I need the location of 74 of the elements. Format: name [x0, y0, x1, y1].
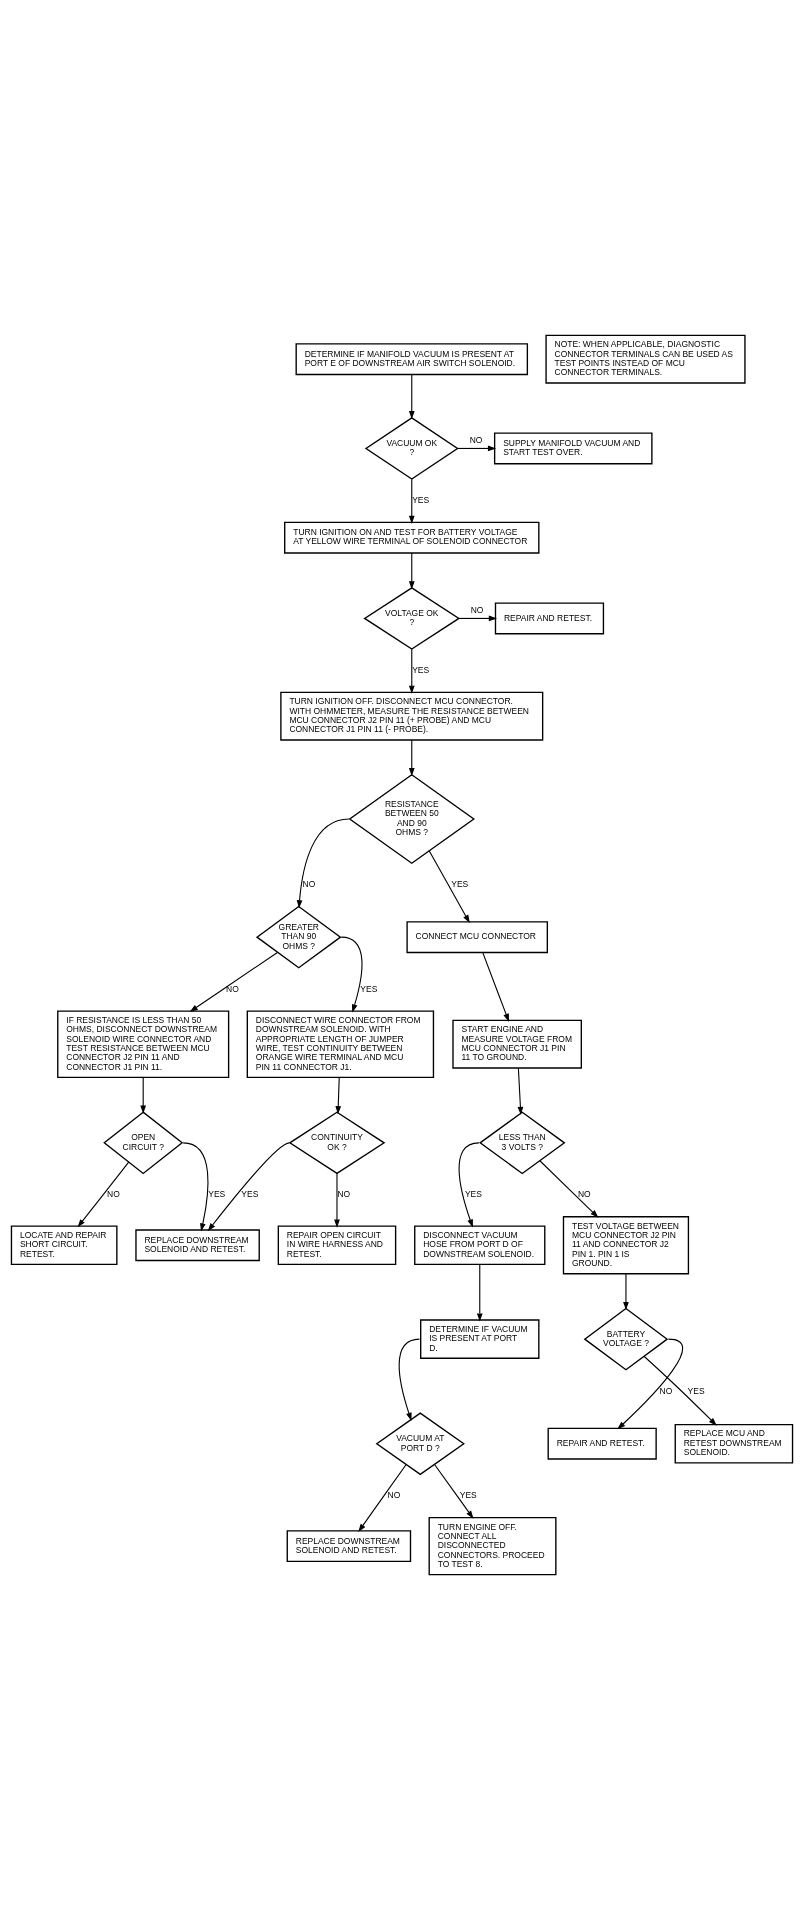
edge-label: NO: [337, 1188, 351, 1199]
edge-label: NO: [226, 983, 239, 994]
node-diamond: RESISTANCE BETWEEN 50 AND 90 OHMS ?: [348, 773, 475, 864]
node-box: DISCONNECT WIRE CONNECTOR FROM DOWNSTREAM SOLENOID. WITH APPROPRIATE LENGTH OF JUMPER WIRE, TEST CONTINUITY BETWEEN ORANGE WIRE TERMINAL AND MCU PIN 11 CONNECTOR J1.: [246, 1009, 435, 1078]
arrow: [408, 478, 415, 524]
node-box: REPAIR OPEN CIRCUIT IN WIRE HARNESS AND RETEST.: [277, 1224, 397, 1265]
node-diamond: LESS THAN 3 VOLTS ?: [478, 1110, 566, 1174]
node-box: TEST VOLTAGE BETWEEN MCU CONNECTOR J2 PIN 11 AND CONNECTOR J2 PIN 1. PIN 1 IS GROUND.: [562, 1215, 690, 1274]
arrow: [140, 1076, 147, 1114]
arrow: [182, 1141, 209, 1231]
node-box: TURN ENGINE OFF. CONNECT ALL DISCONNECTED CONNECTORS. PROCEED TO TEST 8.: [428, 1516, 557, 1575]
arrow: [207, 1141, 290, 1231]
node-box: REPLACE MCU AND RETEST DOWNSTREAM SOLENOID.: [674, 1423, 794, 1463]
node-diamond: VOLTAGE OK ?: [363, 586, 461, 650]
arrow: [623, 1272, 629, 1310]
arrow: [458, 1141, 480, 1228]
edge-label: YES: [464, 1188, 482, 1199]
node-diamond: BATTERY VOLTAGE ?: [583, 1307, 669, 1371]
edge-label: NO: [302, 878, 316, 889]
node-box: START ENGINE AND MEASURE VOLTAGE FROM MCU CONNECTOR J1 PIN 11 TO GROUND.: [452, 1019, 582, 1069]
arrow: [408, 738, 415, 776]
node-box: TURN IGNITION OFF. DISCONNECT MCU CONNECTOR. WITH OHMMETER, MEASURE THE RESISTANCE BETWEEN MCU CONNECTOR J2 PIN 11 (+ PROBE) AND MCU CONNECTOR J1 PIN 11 (- PROBE).: [280, 691, 544, 741]
node-box: LOCATE AND REPAIR SHORT CIRCUIT. RETEST.: [10, 1224, 118, 1265]
node-box: REPAIR AND RETEST.: [547, 1427, 657, 1460]
arrow: [482, 951, 510, 1022]
node-box: DISCONNECT VACUUM HOSE FROM PORT D OF DOWNSTREAM SOLENOID.: [414, 1224, 546, 1265]
node-box: REPLACE DOWNSTREAM SOLENOID AND RETEST.: [286, 1529, 412, 1562]
edge-label: YES: [412, 664, 430, 675]
arrow: [189, 951, 278, 1012]
arrow: [458, 615, 497, 621]
node-box: DETERMINE IF VACUUM IS PRESENT AT PORT D.: [420, 1318, 540, 1359]
arrow: [358, 1463, 407, 1532]
node-box: REPLACE DOWNSTREAM SOLENOID AND RETEST.: [135, 1228, 260, 1261]
edge-label: NO: [107, 1188, 120, 1199]
node-diamond: GREATER THAN 90 OHMS ?: [255, 905, 342, 969]
arrow: [428, 850, 470, 923]
edge-label: NO: [387, 1489, 401, 1500]
edge-label: YES: [208, 1188, 226, 1199]
edge-label: NO: [577, 1188, 591, 1199]
arrow: [408, 648, 415, 694]
arrow: [643, 1355, 717, 1426]
edge-label: YES: [360, 983, 378, 994]
arrow: [77, 1161, 130, 1227]
node-box: SUPPLY MANIFOLD VACUUM AND START TEST OVER.: [493, 431, 653, 464]
edge-label: YES: [459, 1489, 477, 1500]
node-box: DETERMINE IF MANIFOLD VACUUM IS PRESENT AT PORT E OF DOWNSTREAM AIR SWITCH SOLENOID.: [295, 342, 529, 375]
edge-label: NO: [659, 1385, 673, 1396]
arrow: [539, 1159, 599, 1218]
node-box: REPAIR AND RETEST.: [494, 601, 605, 634]
arrow: [340, 936, 363, 1013]
node-box: CONNECT MCU CONNECTOR: [406, 920, 548, 953]
node-diamond: CONTINUITY OK ?: [288, 1110, 386, 1174]
arrow: [434, 1463, 474, 1519]
arrow: [335, 1076, 342, 1114]
arrow: [398, 1338, 420, 1421]
edge-label: NO: [470, 604, 484, 615]
arrow: [617, 1338, 684, 1429]
node-box: IF RESISTANCE IS LESS THAN 50 OHMS, DISCONNECT DOWNSTREAM SOLENOID WIRE CONNECTOR AND TEST RESISTANCE BETWEEN MCU CONNECTOR J2 PIN 11 AND CONNECTOR J1 PIN 11.: [57, 1009, 230, 1078]
arrow: [456, 445, 497, 451]
node-diamond: OPEN CIRCUIT ?: [103, 1110, 184, 1174]
edge-label: YES: [412, 494, 430, 505]
node-box: NOTE: WHEN APPLICABLE, DIAGNOSTIC CONNECTOR TERMINALS CAN BE USED AS TEST POINTS INSTEAD OF MCU CONNECTOR TERMINALS.: [545, 334, 746, 384]
arrow: [476, 1263, 483, 1322]
edge-label: YES: [687, 1385, 705, 1396]
edge-label: YES: [241, 1188, 259, 1199]
arrow: [296, 817, 350, 908]
node-diamond: VACUUM OK ?: [364, 416, 459, 480]
node-box: TURN IGNITION ON AND TEST FOR BATTERY VOLTAGE AT YELLOW WIRE TERMINAL OF SOLENOID CONNECTOR: [284, 521, 540, 554]
arrow: [517, 1067, 524, 1115]
arrow: [408, 552, 415, 589]
edge-label: NO: [469, 434, 483, 445]
arrow: [408, 373, 415, 419]
edge-label: YES: [451, 878, 469, 889]
arrow: [334, 1172, 340, 1228]
